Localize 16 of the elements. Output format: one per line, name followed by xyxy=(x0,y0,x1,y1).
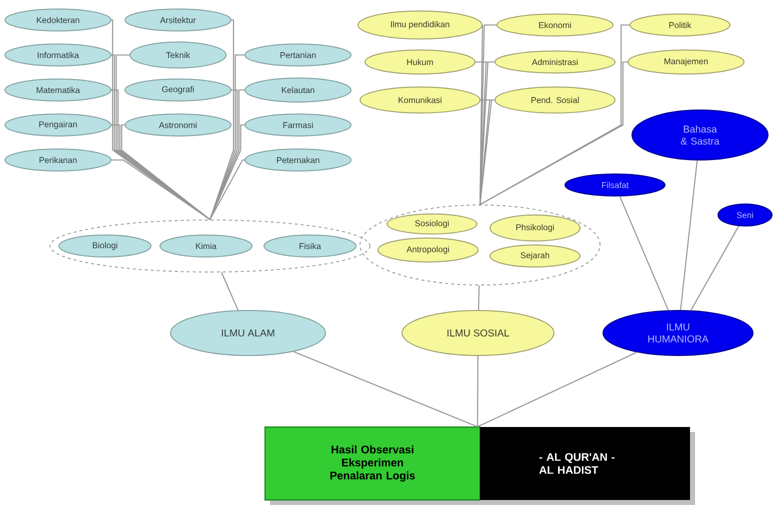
connector-line xyxy=(477,352,638,428)
connector-line xyxy=(476,356,478,427)
source-box: Hasil Observasi Eksperimen Penalaran Logis - AL QUR'AN - AL HADIST xyxy=(264,426,695,505)
connector-line xyxy=(619,196,669,310)
connector-line xyxy=(293,351,478,428)
connector-line xyxy=(210,159,244,220)
connector-line xyxy=(690,226,740,311)
connector-line xyxy=(221,272,239,310)
connector-line xyxy=(112,159,210,220)
connector-line xyxy=(480,61,628,206)
connector-line xyxy=(680,160,698,310)
connector-line xyxy=(210,124,244,220)
group-ellipse xyxy=(360,204,600,286)
group-ellipse xyxy=(50,220,370,272)
connector-line xyxy=(209,19,234,220)
connector-line xyxy=(478,285,480,310)
